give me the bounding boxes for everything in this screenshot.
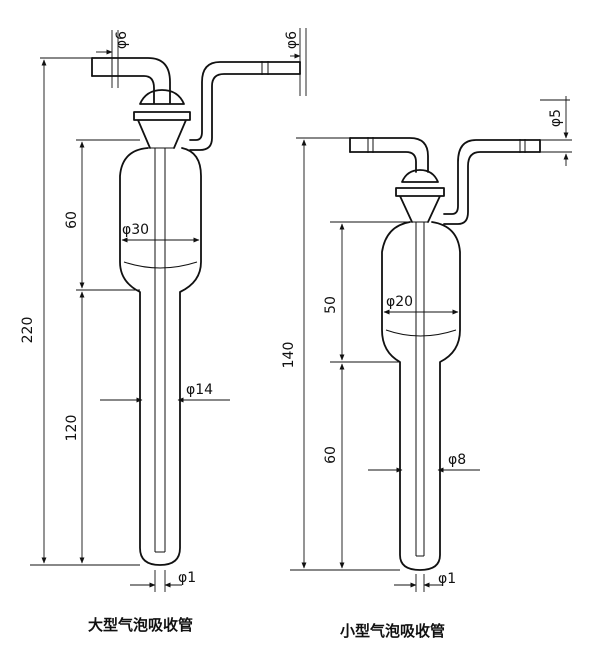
large-tube-caption: 大型气泡吸收管 [88, 616, 193, 634]
small-bulb-height-label: 50 [323, 296, 339, 314]
small-bulb-dia-label: φ20 [386, 294, 413, 310]
large-bulb-dia-label: φ30 [122, 222, 149, 238]
small-inner-tube [415, 222, 425, 557]
small-outlet-arm [443, 139, 541, 225]
small-dim-tip-dia: φ1 [394, 571, 456, 592]
small-stem-height-label: 60 [323, 446, 339, 464]
large-inlet-dia-label: φ6 [114, 31, 130, 49]
small-body [381, 221, 461, 571]
small-joint [395, 187, 445, 223]
large-dim-total: 220 [20, 57, 140, 566]
small-dim-bulb-dia: φ20 [383, 294, 459, 315]
large-stopper [139, 89, 185, 105]
large-inner-tube [154, 148, 166, 553]
small-dim-stem: 60 [323, 363, 345, 569]
small-tube-caption: 小型气泡吸收管 [340, 622, 445, 640]
small-stem-dia-label: φ8 [448, 452, 466, 468]
large-tube: 220 60 120 φ30 φ14 φ6 [20, 28, 307, 634]
small-total-height-label: 140 [281, 342, 297, 369]
large-outlet-dia-label: φ6 [284, 31, 300, 49]
large-dim-stem-dia: φ14 [100, 382, 230, 403]
small-dim-total: 140 [281, 137, 400, 571]
large-body [119, 147, 202, 566]
small-inlet-arm [349, 137, 429, 173]
small-dim-stem-dia: φ8 [368, 452, 480, 473]
large-inlet-arm [91, 57, 171, 104]
large-total-height-label: 220 [20, 317, 36, 344]
large-dim-stem: 120 [64, 291, 85, 564]
small-dim-outlet-dia: φ5 [540, 96, 572, 166]
small-bulb-seam [385, 329, 457, 337]
large-dim-tip-dia: φ1 [130, 570, 196, 592]
large-stem-dia-label: φ14 [186, 382, 213, 398]
large-inlet-ring [111, 57, 119, 77]
small-stopper [401, 169, 439, 183]
large-bulb-seam [123, 261, 198, 269]
large-dim-bulb: 60 [64, 139, 140, 291]
large-bulb-height-label: 60 [64, 211, 80, 229]
large-outlet-arm [189, 61, 301, 151]
small-outlet-dia-label: φ5 [548, 109, 564, 127]
large-stem-height-label: 120 [64, 415, 80, 442]
large-joint [133, 111, 191, 149]
small-inlet-ring [367, 137, 374, 153]
small-tip-dia-label: φ1 [438, 571, 456, 587]
large-dim-inlet-dia: φ6 [96, 30, 130, 88]
large-tip-dia-label: φ1 [178, 570, 196, 586]
small-dim-bulb: 50 [323, 221, 410, 363]
small-tube: 140 50 60 φ20 φ8 [281, 96, 572, 640]
large-outlet-ring [261, 61, 269, 75]
large-dim-bulb-dia: φ30 [121, 222, 200, 243]
large-dim-outlet-dia: φ6 [284, 28, 307, 96]
small-outlet-ring [519, 139, 526, 153]
